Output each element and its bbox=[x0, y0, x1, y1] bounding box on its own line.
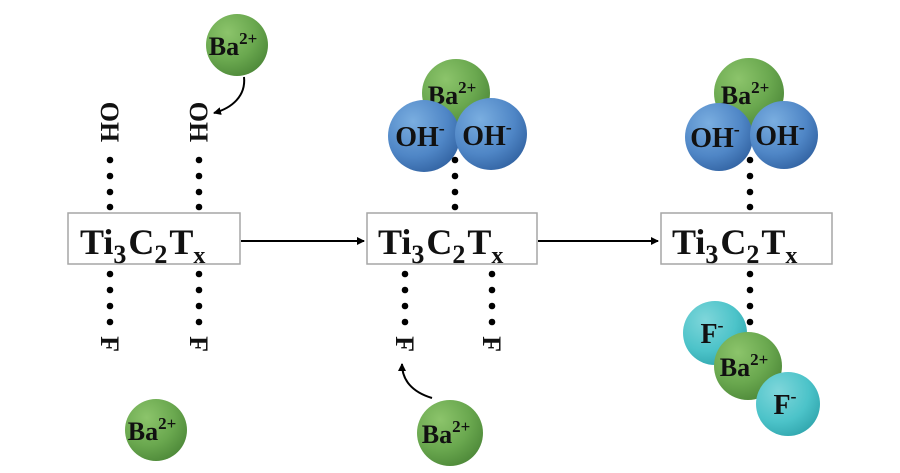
dotted-bond bbox=[106, 270, 114, 326]
stage-2: Ba2+ OH- OH- Ti3C2Tx F F Ba2+ bbox=[366, 59, 538, 466]
dotted-bond bbox=[401, 270, 409, 326]
oh-ion: OH- bbox=[388, 100, 460, 172]
terminal-oh-label: OH bbox=[95, 102, 124, 142]
ti3c2tx-label: Ti3C2Tx bbox=[378, 222, 503, 269]
oh-ion: OH- bbox=[455, 98, 527, 170]
oh-ion: OH- bbox=[685, 103, 753, 171]
svg-text:Ba2+: Ba2+ bbox=[422, 417, 471, 449]
svg-text:Ba2+: Ba2+ bbox=[128, 414, 177, 446]
svg-text:Ba2+: Ba2+ bbox=[721, 78, 770, 110]
terminal-oh-label: OH bbox=[184, 102, 213, 142]
approach-arrow bbox=[213, 76, 246, 115]
svg-text:Ba2+: Ba2+ bbox=[720, 350, 769, 382]
svg-text:OH-: OH- bbox=[755, 117, 805, 152]
approach-arrow bbox=[398, 363, 433, 399]
terminal-f-label: F bbox=[95, 336, 124, 352]
dotted-bond bbox=[195, 156, 203, 211]
terminal-f-label: F bbox=[390, 336, 419, 352]
dotted-bond bbox=[746, 156, 754, 211]
svg-text:Ba2+: Ba2+ bbox=[209, 29, 258, 61]
ba-ion: Ba2+ bbox=[125, 399, 187, 461]
terminal-f-label: F bbox=[184, 336, 213, 352]
stage-3: Ba2+ OH- OH- Ti3C2Tx F- Ba2+ bbox=[660, 58, 833, 436]
ti3c2tx-box bbox=[366, 212, 538, 265]
f-ion: F- bbox=[756, 372, 820, 436]
dotted-bond bbox=[746, 270, 754, 326]
ba-ion: Ba2+ bbox=[417, 400, 483, 466]
dotted-bond bbox=[195, 270, 203, 326]
dotted-bond bbox=[488, 270, 496, 326]
svg-text:F-: F- bbox=[773, 386, 796, 421]
ti3c2tx-box bbox=[67, 212, 241, 265]
ti3c2tx-label: Ti3C2Tx bbox=[672, 222, 797, 269]
dotted-bond bbox=[106, 156, 114, 211]
svg-text:OH-: OH- bbox=[462, 117, 512, 152]
dotted-bond bbox=[451, 156, 459, 211]
svg-text:OH-: OH- bbox=[395, 118, 445, 153]
ba-ion: Ba2+ bbox=[206, 14, 268, 76]
terminal-f-label: F bbox=[477, 336, 506, 352]
stage-1: OH OH Ti3C2Tx F F Ba2+ Ba2+ bbox=[67, 14, 268, 461]
svg-text:OH-: OH- bbox=[690, 119, 740, 154]
svg-text:F-: F- bbox=[700, 315, 723, 350]
oh-ion: OH- bbox=[750, 101, 818, 169]
ti3c2tx-label: Ti3C2Tx bbox=[80, 222, 205, 269]
ti3c2tx-box bbox=[660, 212, 833, 265]
